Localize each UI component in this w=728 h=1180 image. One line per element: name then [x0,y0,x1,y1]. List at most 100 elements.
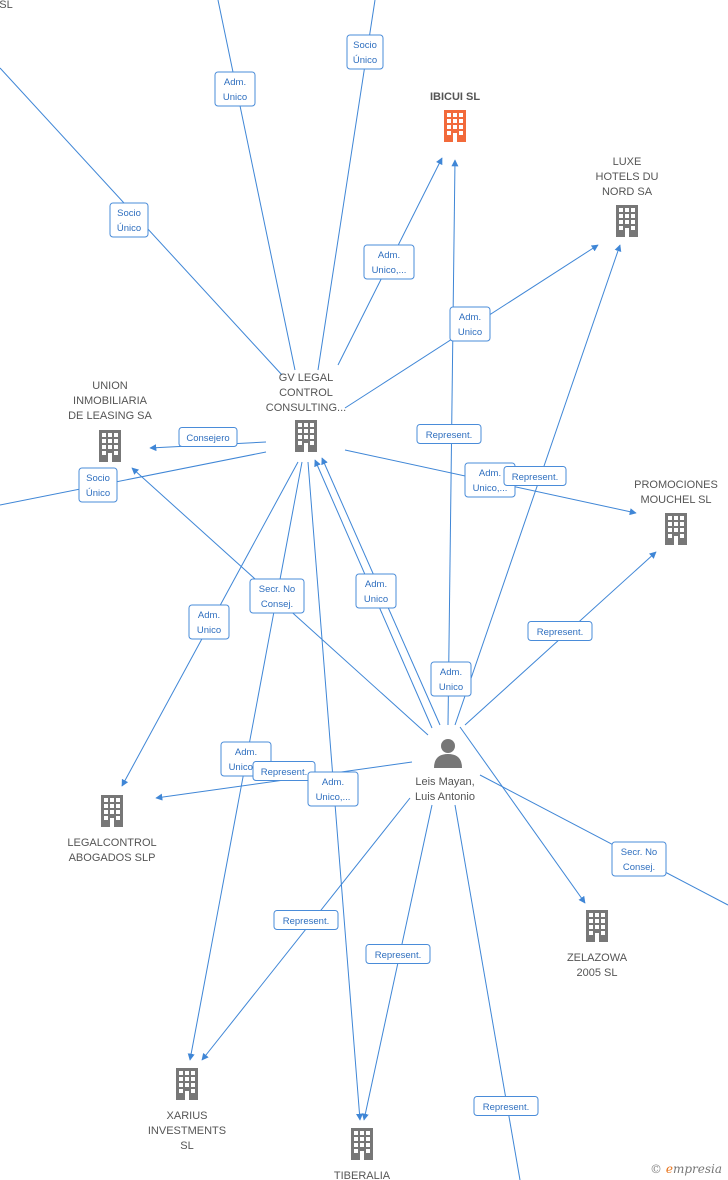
node-label-gv-0: GV LEGAL [279,372,333,384]
building-icon [351,1128,373,1160]
person-icon [434,739,462,768]
building-icon [101,795,123,827]
node-label-xarius-2: SL [180,1140,193,1152]
building-icon [444,110,466,142]
node-label-union-1: INMOBILIARIA [73,395,148,407]
node-label-xarius-1: INVESTMENTS [148,1125,226,1137]
node-label-promociones-0: PROMOCIONES [634,479,718,491]
edge-label-text: Unico [458,327,482,338]
edge-label-text: Consejero [186,433,229,444]
node-label-ibicui-0: IBICUI SL [430,91,480,103]
edge-label-text: Represent. [537,627,583,638]
node-legalcontrol[interactable]: LEGALCONTROL ABOGADOS SLP [67,795,157,864]
edge-label-text: Unico,... [316,792,351,803]
edge-label-consejero[interactable]: Consejero [178,427,238,447]
building-icon [295,420,317,452]
node-leis[interactable]: Leis Mayan, Luis Antonio [415,739,475,803]
node-tl_sl[interactable]: SL [0,0,13,11]
edge-label-text: Adm. [235,747,257,758]
edge-label-text: Adm. [198,610,220,621]
edge-label-represent_legal[interactable]: Represent. [252,761,316,781]
node-luxe[interactable]: LUXE HOTELS DU NORD SA [596,156,659,237]
node-label-zelazowa-1: 2005 SL [577,967,618,979]
node-promociones[interactable]: PROMOCIONES MOUCHEL SL [634,479,718,545]
edge-label-represent_promo_b[interactable]: Represent. [527,621,593,641]
node-label-zelazowa-0: ZELAZOWA [567,952,628,964]
node-label-tiberalia-0: TIBERALIA [334,1170,391,1180]
edge-label-adm_unico_tib[interactable]: Adm. Unico,... [307,771,359,807]
edge-label-text: Unico [364,594,388,605]
node-ibicui[interactable]: IBICUI SL [430,91,480,142]
edge-label-text: Adm. [378,250,400,261]
edge-label-text: Socio [86,473,110,484]
empresia-watermark: © empresia [650,1162,722,1176]
building-icon [665,513,687,545]
node-label-gv-2: CONSULTING... [266,402,346,414]
node-gv[interactable]: GV LEGALCONTROLCONSULTING... [266,372,346,452]
edge-label-text: Socio [117,208,141,219]
edge-label-text: Único [353,55,377,66]
edge-label-text: Unico,... [229,762,264,773]
building-icon [99,430,121,462]
edge-label-text: Adm. [365,579,387,590]
node-label-union-2: DE LEASING SA [68,410,152,422]
edge-label-text: Represent. [483,1102,529,1113]
node-label-leis-0: Leis Mayan, [415,776,474,788]
edge-label-text: Represent. [512,472,558,483]
node-label-luxe-0: LUXE [613,156,642,168]
edge-label-adm_unico_top[interactable]: Adm.Unico [214,71,256,107]
edge-label-text: Único [86,488,110,499]
edge-label-text: Adm. [224,77,246,88]
edge-label-adm_unico_ibicui[interactable]: Adm.Unico,... [363,244,415,280]
edge-label-adm_unico_leis_2[interactable]: Adm. Unico [430,661,472,697]
edge-label-represent_xarius[interactable]: Represent. [273,910,339,930]
edge-label-text: Unico [197,625,221,636]
node-label-luxe-1: HOTELS DU [596,171,659,183]
edge-label-text: Único [117,223,141,234]
edge-label-adm_unico_leis_gv[interactable]: Adm. Unico [355,573,397,609]
edge-label-text: Consej. [261,599,293,610]
edge-label-text: Unico [439,682,463,693]
node-label-leis-1: Luis Antonio [415,791,475,803]
node-label-luxe-2: NORD SA [602,186,653,198]
edge-label-text: Adm. [322,777,344,788]
edge-label-text: Unico,... [473,483,508,494]
node-label-tl_sl-0: SL [0,0,13,11]
edge-label-text: Secr. No [621,847,657,858]
edge-label-text: Represent. [375,950,421,961]
edge-label-represent_ibicui[interactable]: Represent. [416,424,482,444]
edge-label-text: Represent. [426,430,472,441]
node-label-union-0: UNION [92,380,128,392]
edge-label-adm_unico_legal[interactable]: Adm. Unico [188,604,230,640]
edge-label-represent_tib[interactable]: Represent. [365,944,431,964]
node-tiberalia[interactable]: TIBERALIA [334,1128,391,1180]
node-label-xarius-0: XARIUS [167,1110,208,1122]
edge-label-adm_unico_luxe[interactable]: Adm. Unico [449,306,491,342]
building-icon [616,205,638,237]
node-label-promociones-1: MOUCHEL SL [640,494,711,506]
edge-label-represent_promo_a[interactable]: Represent. [503,466,567,486]
copyright-symbol: © [650,1162,662,1176]
brand-logo-rest: mpresia [672,1162,722,1176]
edge-label-text: Represent. [261,767,307,778]
building-icon [176,1068,198,1100]
building-icon [586,910,608,942]
node-xarius[interactable]: XARIUS INVESTMENTS SL [148,1068,226,1152]
edge-label-text: Adm. [479,468,501,479]
edge-label-text: Adm. [459,312,481,323]
edge-label-text: Socio [353,40,377,51]
brand-logo-first: e [665,1162,673,1176]
edge-label-text: Represent. [283,916,329,927]
edge-label-represent_bottom[interactable]: Represent. [473,1096,539,1116]
edge-label-text: Adm. [440,667,462,678]
node-zelazowa[interactable]: ZELAZOWA 2005 SL [567,910,628,979]
node-union[interactable]: UNION INMOBILIARIA DE LEASING SA [68,380,153,462]
node-label-legalcontrol-1: ABOGADOS SLP [69,852,156,864]
node-label-legalcontrol-0: LEGALCONTROL [67,837,156,849]
